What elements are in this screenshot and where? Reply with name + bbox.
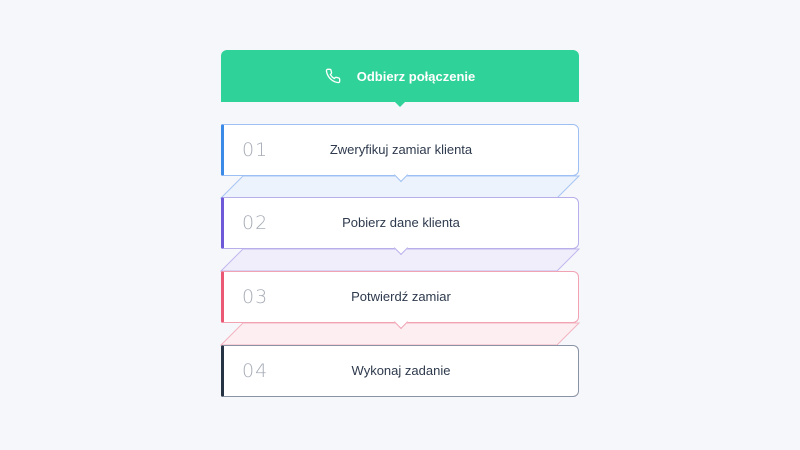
step-number: 01 [242,139,269,161]
header-bar: Odbierz połączenie [221,50,579,102]
step-4: 04 Wykonaj zadanie [221,345,579,397]
step-number: 04 [242,360,269,382]
step-number: 02 [242,212,269,234]
step-label: Potwierdź zamiar [351,289,451,304]
step-label: Zweryfikuj zamiar klienta [329,142,473,157]
phone-icon [325,68,341,84]
header-notch [394,101,406,107]
step-label: Wykonaj zadanie [351,363,451,378]
step-1: 01 Zweryfikuj zamiar klienta [221,124,579,183]
step-2: 02 Pobierz dane klienta [221,197,579,256]
step-3: 03 Potwierdź zamiar [221,271,579,330]
step-number: 03 [242,286,269,308]
header-label: Odbierz połączenie [356,68,476,84]
step-label: Pobierz dane klienta [342,215,460,230]
